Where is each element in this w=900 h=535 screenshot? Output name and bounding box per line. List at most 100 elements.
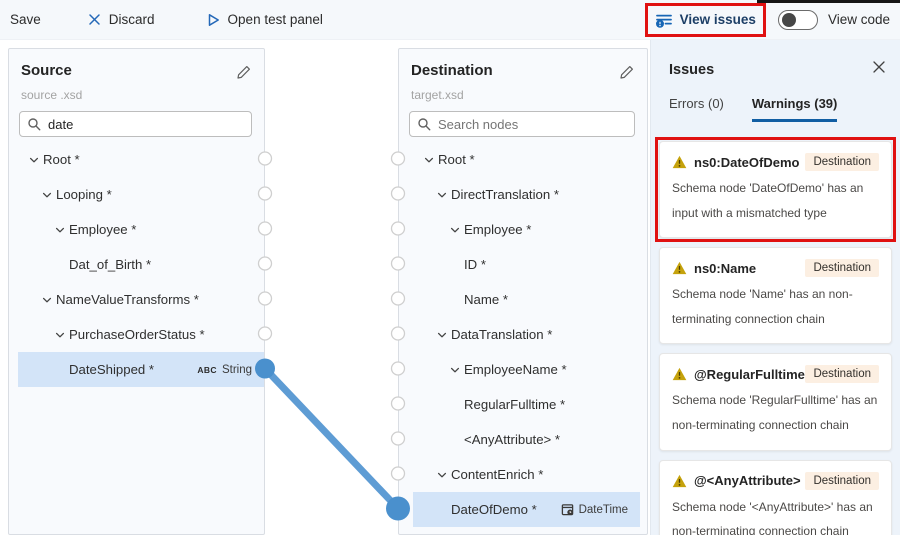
- issues-list-info-icon: [655, 11, 673, 29]
- destination-panel-title: Destination: [411, 62, 493, 79]
- tree-node-label: ID *: [464, 257, 486, 272]
- destination-node-directtranslation[interactable]: DirectTranslation *: [413, 177, 640, 212]
- warning-node-name: ns0:DateOfDemo: [694, 154, 800, 170]
- destination-node-regularfulltime[interactable]: RegularFulltime *: [413, 387, 640, 422]
- open-test-panel-button[interactable]: Open test panel: [205, 12, 323, 28]
- tree-node-label: Dat_of_Birth *: [69, 257, 152, 272]
- data-type-badge: DateTime: [561, 503, 628, 516]
- calendar-clock-icon: [561, 503, 574, 516]
- tree-node-label: EmployeeName *: [464, 362, 567, 377]
- destination-node-datatranslation[interactable]: DataTranslation *: [413, 317, 640, 352]
- destination-node-root[interactable]: Root *: [413, 142, 640, 177]
- search-icon: [417, 117, 431, 136]
- source-node-root[interactable]: Root *: [18, 142, 264, 177]
- chevron-down-icon[interactable]: [449, 224, 464, 236]
- source-panel: Source source .xsd Root * Looping * Employ…: [8, 48, 265, 535]
- destination-file-name: target.xsd: [411, 88, 464, 102]
- chevron-down-icon[interactable]: [54, 329, 69, 341]
- destination-badge: Destination: [805, 365, 879, 384]
- source-node-looping[interactable]: Looping *: [18, 177, 264, 212]
- source-search: [19, 111, 252, 137]
- source-node-purchaseorderstatus[interactable]: PurchaseOrderStatus *: [18, 317, 264, 352]
- view-code-label: View code: [827, 12, 890, 27]
- warning-node-name: ns0:Name: [694, 260, 757, 276]
- toolbar: Save Discard Open test panel V: [0, 0, 900, 40]
- tree-node-label: Root *: [43, 152, 80, 167]
- tab-errors[interactable]: Errors (0): [669, 96, 724, 111]
- view-issues-button[interactable]: View issues: [649, 7, 762, 33]
- discard-button-label: Discard: [108, 12, 155, 27]
- tree-node-label: Name *: [464, 292, 508, 307]
- chevron-down-icon[interactable]: [28, 154, 43, 166]
- tab-warnings[interactable]: Warnings (39): [751, 96, 838, 122]
- chevron-down-icon[interactable]: [54, 224, 69, 236]
- chevron-down-icon[interactable]: [436, 469, 451, 481]
- open-test-panel-label: Open test panel: [227, 12, 323, 27]
- warning-node-name: @<AnyAttribute>: [694, 473, 801, 489]
- tree-node-label: DateShipped *: [69, 362, 155, 377]
- source-node-dat-of-birth[interactable]: Dat_of_Birth *: [18, 247, 264, 282]
- destination-badge: Destination: [805, 471, 879, 490]
- destination-node-id[interactable]: ID *: [413, 247, 640, 282]
- dismiss-x-icon: [87, 12, 102, 27]
- tree-node-label: Looping *: [56, 187, 112, 202]
- source-file-name: source .xsd: [21, 88, 83, 102]
- chevron-down-icon[interactable]: [436, 189, 451, 201]
- chevron-down-icon[interactable]: [41, 294, 56, 306]
- source-node-employee[interactable]: Employee *: [18, 212, 264, 247]
- chevron-down-icon[interactable]: [41, 189, 56, 201]
- destination-badge: Destination: [805, 153, 879, 171]
- destination-search-input[interactable]: [409, 111, 635, 137]
- destination-node-employeename[interactable]: EmployeeName *: [413, 352, 640, 387]
- issues-panel: Issues Errors (0) Warnings (39) ns0:Date…: [650, 40, 900, 535]
- warning-triangle-icon: [672, 474, 687, 488]
- edit-pencil-icon[interactable]: [619, 64, 635, 85]
- destination-panel: Destination target.xsd Root * DirectTrans…: [398, 48, 648, 535]
- warning-triangle-icon: [672, 367, 687, 381]
- mapping-connection-line: [262, 366, 401, 511]
- destination-node-employee[interactable]: Employee *: [413, 212, 640, 247]
- tree-node-label: PurchaseOrderStatus *: [69, 327, 205, 342]
- toggle-knob: [781, 12, 796, 27]
- view-code-toggle[interactable]: [777, 9, 818, 30]
- play-icon: [205, 12, 221, 28]
- tree-node-label: DataTranslation *: [451, 327, 553, 342]
- tree-node-label: ContentEnrich *: [451, 467, 544, 482]
- close-icon[interactable]: [872, 60, 886, 79]
- edit-pencil-icon[interactable]: [236, 64, 252, 85]
- destination-node-dateofdemo[interactable]: DateOfDemo * DateTime: [413, 492, 640, 527]
- destination-node-contentenrich[interactable]: ContentEnrich *: [413, 457, 640, 492]
- tree-node-label: <AnyAttribute> *: [464, 432, 561, 447]
- source-node-namevaluetransforms[interactable]: NameValueTransforms *: [18, 282, 264, 317]
- tree-node-label: Employee *: [69, 222, 137, 237]
- tree-node-label: Root *: [438, 152, 475, 167]
- source-search-input[interactable]: [19, 111, 252, 137]
- tree-node-label: DateOfDemo *: [451, 502, 537, 517]
- chevron-down-icon[interactable]: [449, 364, 464, 376]
- source-schema-tree: Root * Looping * Employee * Dat_of_Birth * N…: [9, 142, 264, 387]
- view-issues-label: View issues: [679, 12, 756, 27]
- source-panel-title: Source: [21, 62, 72, 79]
- discard-button[interactable]: Discard: [87, 12, 155, 27]
- issues-tabs: Errors (0) Warnings (39): [669, 96, 900, 122]
- chevron-down-icon[interactable]: [423, 154, 438, 166]
- destination-badge: Destination: [805, 259, 879, 278]
- destination-schema-tree: Root * DirectTranslation *Employee * ID * N…: [399, 142, 647, 527]
- chevron-down-icon[interactable]: [436, 329, 451, 341]
- issues-panel-title: Issues: [669, 61, 715, 78]
- warning-node-name: @RegularFulltime: [694, 366, 805, 382]
- destination-node-anyattribute[interactable]: <AnyAttribute> *: [413, 422, 640, 457]
- destination-node-name[interactable]: Name *: [413, 282, 640, 317]
- warning-description: Schema node 'Name' has an non-terminatin…: [672, 287, 853, 326]
- save-button[interactable]: Save: [10, 12, 41, 27]
- warning-triangle-icon: [672, 261, 687, 275]
- search-icon: [27, 117, 41, 136]
